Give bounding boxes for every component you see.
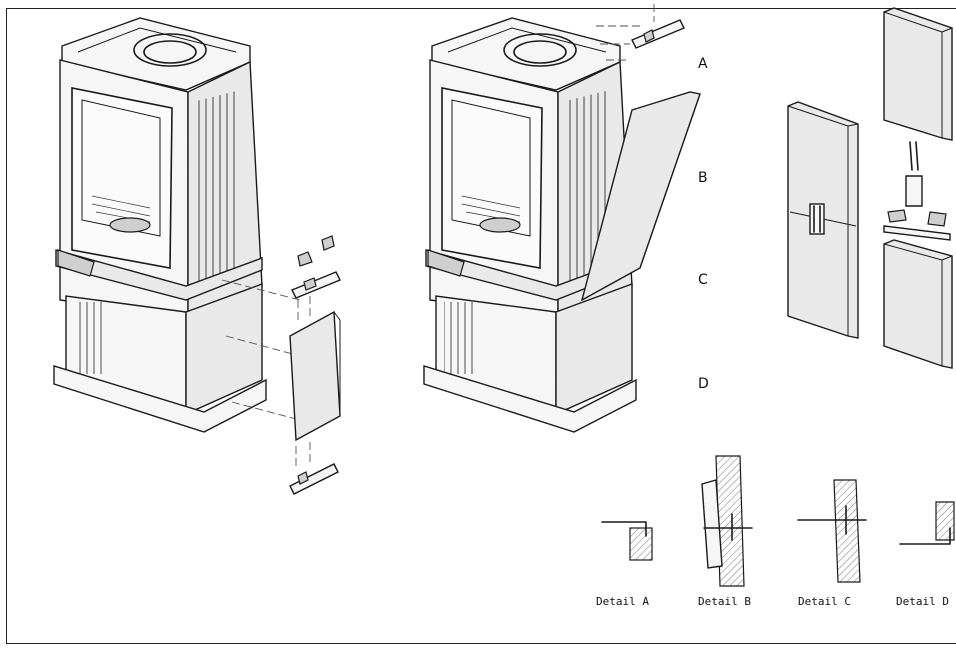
- detail-a-caption: Detail A: [596, 595, 649, 608]
- detail-d-drawing: [899, 501, 955, 545]
- side-panel-left: [289, 310, 341, 442]
- exploded-parts-left: [289, 235, 341, 495]
- stove-left: [53, 17, 301, 433]
- upper-panel: [883, 7, 953, 141]
- stove-left-door: [71, 87, 173, 269]
- panel-exploded-view: [787, 7, 953, 369]
- step-label-d: D: [698, 376, 709, 392]
- lower-panel: [883, 239, 953, 369]
- detail-d-caption: Detail D: [896, 595, 949, 608]
- step-label-b: B: [698, 170, 708, 186]
- diagram-frame: [6, 8, 956, 644]
- stove-middle-lower-panel: [555, 282, 633, 416]
- detail-b-caption: Detail B: [698, 595, 751, 608]
- stove-middle: [423, 4, 701, 433]
- detail-a-drawing: [601, 521, 653, 561]
- step-label-c: C: [698, 272, 708, 288]
- detail-c-drawing: [797, 479, 867, 583]
- swing-panel: [580, 91, 701, 302]
- stove-left-handle: [109, 217, 151, 233]
- bottom-bracket: [289, 463, 339, 495]
- detail-c-caption: Detail C: [798, 595, 851, 608]
- stove-left-plinth: [53, 365, 267, 433]
- step-label-a: A: [698, 56, 708, 72]
- detail-b-drawing: [701, 455, 753, 587]
